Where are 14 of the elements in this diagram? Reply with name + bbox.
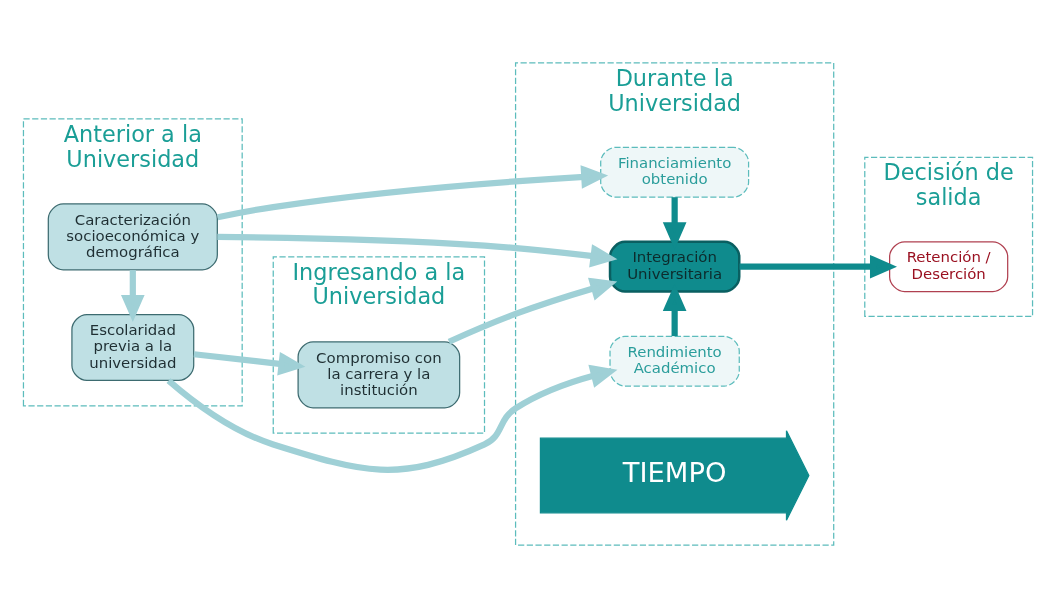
node-box: Escolaridad previa a la universidad xyxy=(71,313,195,382)
arrow xyxy=(121,270,145,322)
node-box: Financiamiento obtenido xyxy=(600,146,750,198)
arrow xyxy=(739,254,897,279)
node-box: Compromiso con la carrera y la institución xyxy=(297,341,461,409)
arrow xyxy=(193,351,306,376)
node-box: Integración Universitaria xyxy=(608,240,741,293)
arrow xyxy=(217,165,609,221)
node-box: Caracterización socioeconómica y demográfica xyxy=(47,203,218,271)
arrow xyxy=(166,364,618,473)
node-box: Retención / Deserción xyxy=(889,241,1009,293)
node-box: Rendimiento Académico xyxy=(609,335,740,387)
arrow xyxy=(217,233,618,268)
arrow xyxy=(447,277,618,345)
